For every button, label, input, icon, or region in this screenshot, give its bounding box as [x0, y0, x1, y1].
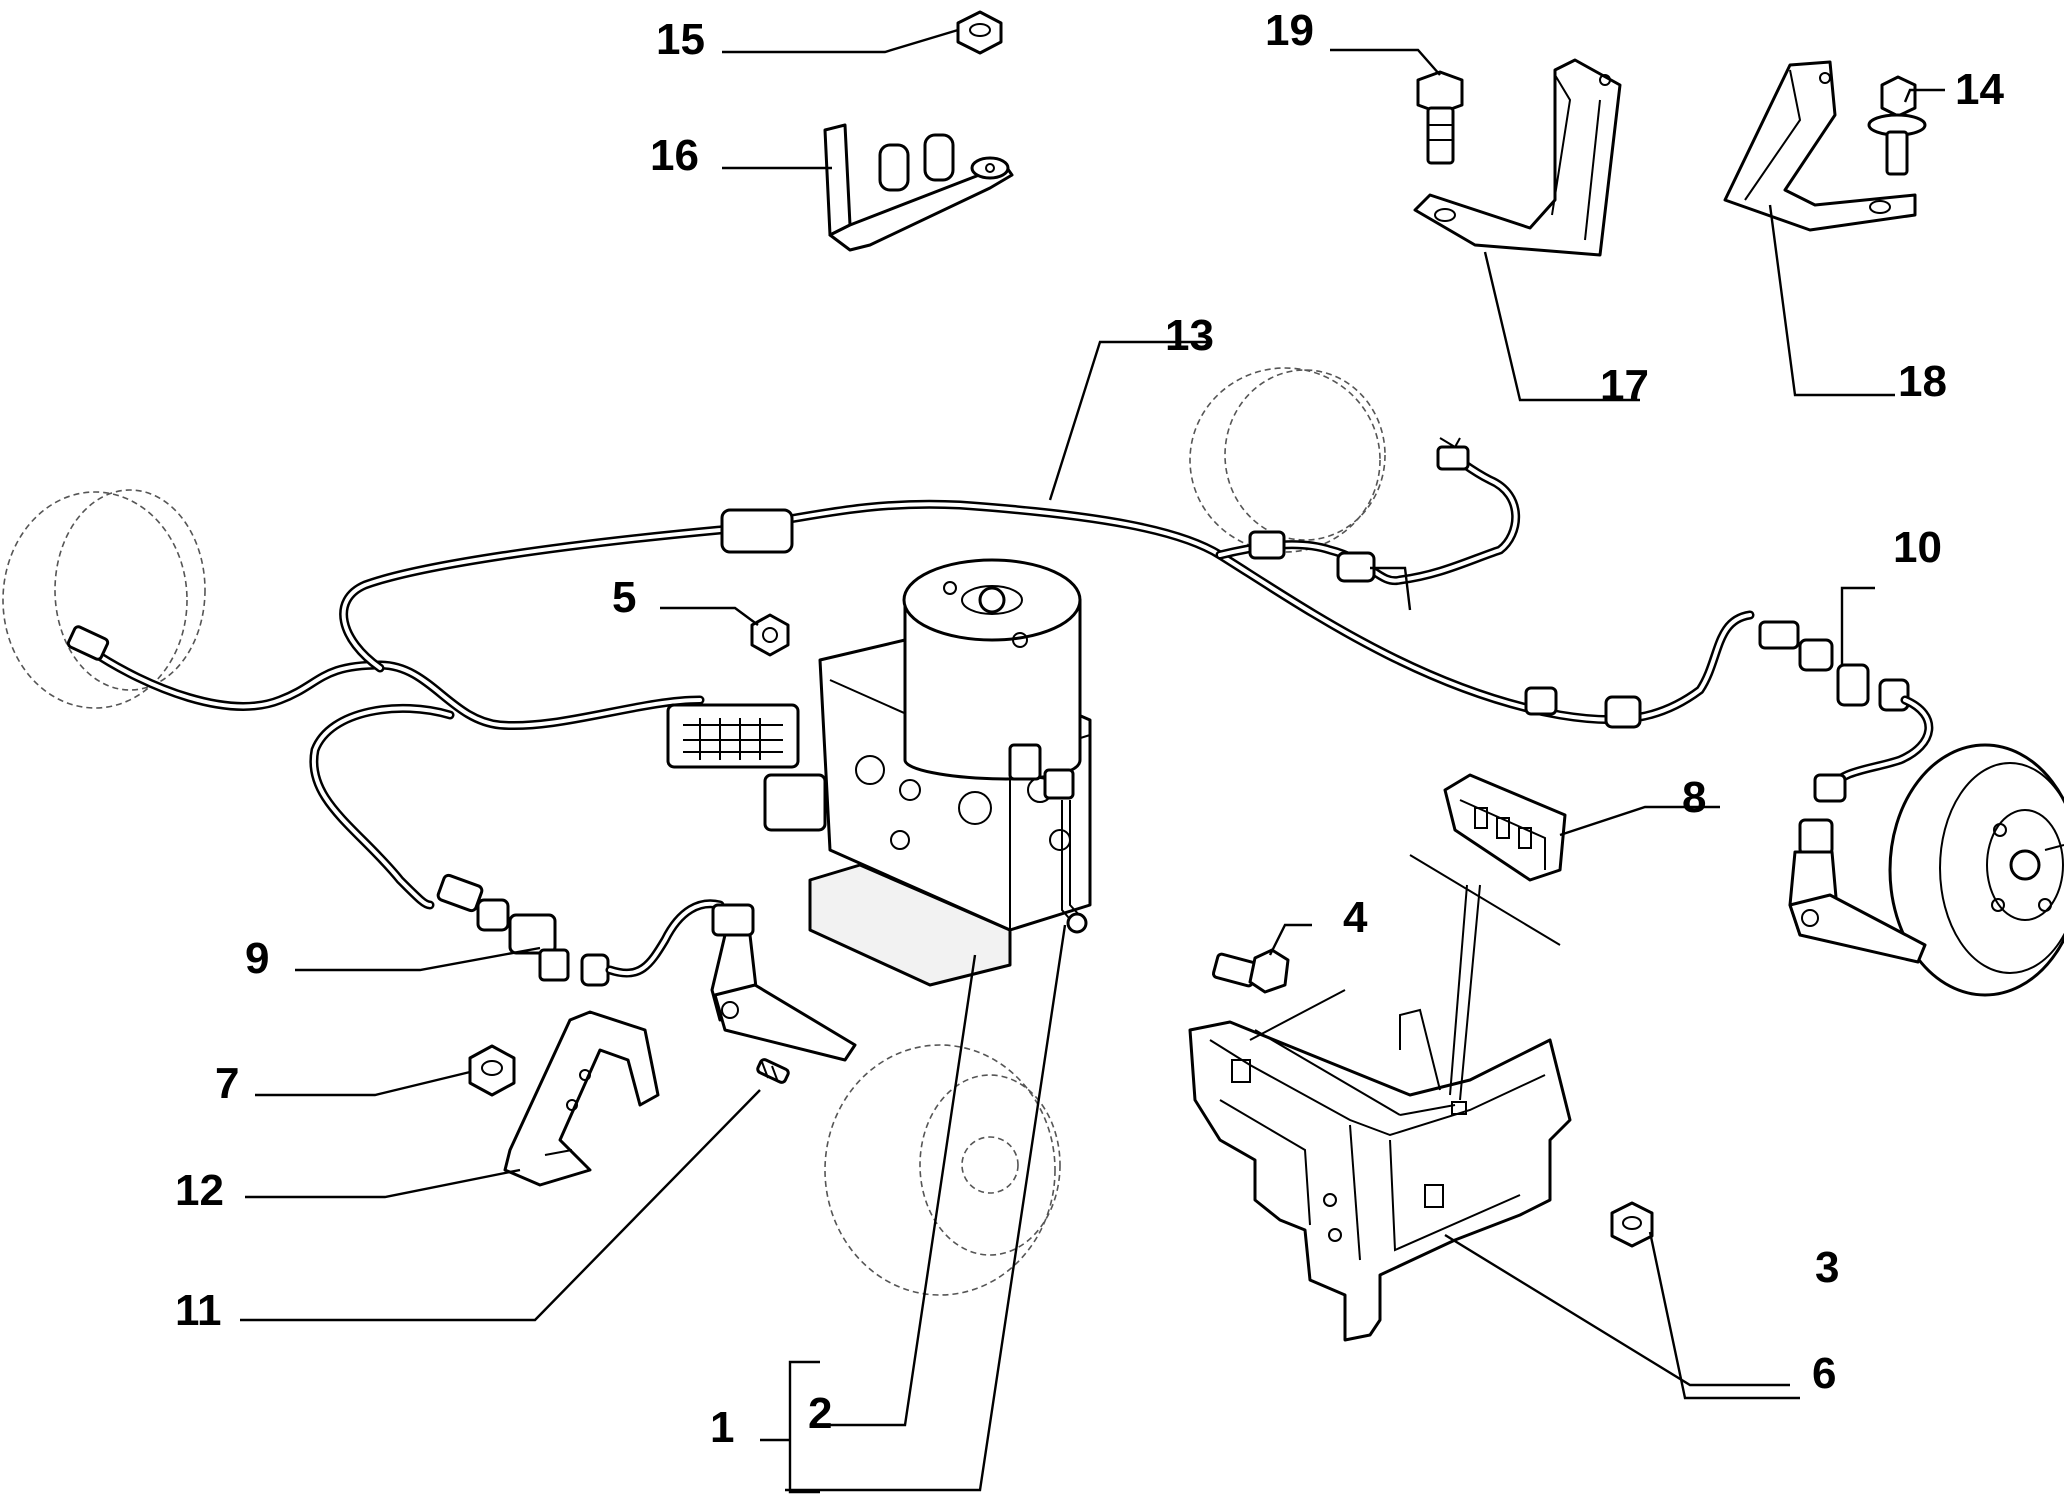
screw-11	[756, 1058, 790, 1084]
part-number-labels: 15 16 19 14 17 18 13 5 10 8 4 9 7 12 11 …	[175, 6, 2004, 1452]
bracket-17	[1413, 58, 1622, 257]
label-14: 14	[1955, 65, 2004, 114]
bracket-18	[1723, 60, 1917, 232]
assembly-guide-lines	[1249, 854, 1561, 1116]
wheel-speed-sensor-10	[1758, 620, 1934, 964]
label-17: 17	[1600, 361, 1649, 410]
label-2: 2	[808, 1389, 832, 1438]
abs-hydraulic-unit	[763, 558, 1092, 987]
label-11: 11	[175, 1286, 222, 1335]
nut-15	[956, 10, 1003, 55]
label-15: 15	[656, 15, 705, 64]
bolt-14	[1867, 75, 1927, 176]
label-5: 5	[612, 573, 636, 622]
ghost-brake-disc-rear-top	[1189, 367, 1386, 553]
label-16: 16	[650, 131, 699, 180]
connector-8	[1443, 773, 1567, 882]
label-6: 6	[1812, 1349, 1836, 1398]
label-18: 18	[1898, 357, 1947, 406]
label-13: 13	[1165, 311, 1214, 360]
bolt-4	[1211, 948, 1290, 994]
rear-brake-drum	[1888, 743, 2064, 997]
ghost-brake-disc-bottom	[824, 1044, 1061, 1296]
leader-lines	[240, 28, 1945, 1494]
wiring-harness	[66, 437, 1755, 910]
label-19: 19	[1265, 6, 1314, 55]
mounting-bracket-6	[1188, 1008, 1572, 1342]
label-3: 3	[1815, 1243, 1839, 1292]
label-1: 1	[710, 1403, 734, 1452]
label-12: 12	[175, 1166, 224, 1215]
label-4: 4	[1343, 893, 1368, 942]
bolt-19	[1416, 70, 1464, 165]
nut-5	[750, 613, 790, 657]
wheel-speed-sensor-9	[436, 873, 857, 1062]
label-8: 8	[1682, 773, 1706, 822]
label-10: 10	[1893, 523, 1942, 572]
clip-bracket-16	[823, 123, 1014, 252]
nut-3	[1610, 1201, 1654, 1248]
ghost-brake-disc-front-left	[2, 489, 206, 709]
label-9: 9	[245, 934, 269, 983]
label-7: 7	[215, 1059, 239, 1108]
nut-7	[468, 1044, 516, 1097]
bracket-12	[503, 1010, 660, 1187]
